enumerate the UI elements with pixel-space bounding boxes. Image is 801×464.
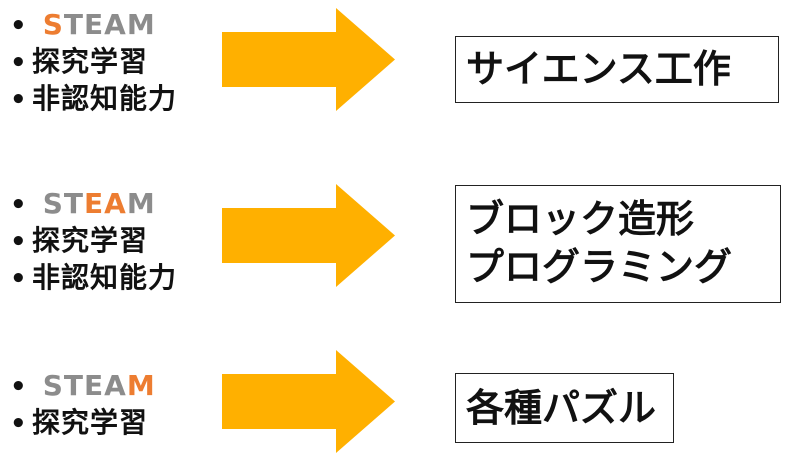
activity-label: 各種パズル [466,386,657,430]
steam-letter-m: M [126,187,156,220]
activity-label: ブロック造形 [466,197,695,241]
bullet-list-1: STEAM 探究学習 非認知能力 [10,6,177,117]
steam-letter-e: E [84,369,105,402]
steam-label: STEAM [10,6,177,43]
right-arrow-icon [222,184,395,287]
steam-letter-s: S [42,187,64,220]
activity-label: プログラミング [466,245,733,289]
bullet-list-2: STEAM 探究学習 非認知能力 [10,185,177,296]
right-arrow-icon [222,8,395,111]
right-arrow-icon [222,350,395,453]
bullet-item: 探究学習 [10,222,177,259]
steam-label: STEAM [10,367,156,404]
steam-letter-s: S [42,369,64,402]
activity-box-2: ブロック造形 プログラミング [455,185,781,303]
bullet-item: 探究学習 [10,404,156,441]
activity-box-1: サイエンス工作 [455,36,779,103]
bullet-item: 探究学習 [10,43,177,80]
steam-letter-e: E [84,8,105,41]
activity-label: サイエンス工作 [466,47,731,91]
steam-letter-t: T [63,369,85,402]
steam-letter-s: S [42,8,64,41]
steam-label: STEAM [10,185,177,222]
steam-letter-m: M [126,369,156,402]
steam-letter-t: T [63,8,85,41]
steam-letter-m: M [126,8,156,41]
steam-letter-t: T [63,187,85,220]
steam-letter-a: A [104,369,127,402]
steam-letter-a: A [104,8,127,41]
steam-letter-e: E [84,187,105,220]
steam-letter-a: A [104,187,127,220]
bullet-item: 非認知能力 [10,259,177,296]
bullet-item: 非認知能力 [10,80,177,117]
bullet-list-3: STEAM 探究学習 [10,367,156,441]
activity-box-3: 各種パズル [455,373,674,443]
